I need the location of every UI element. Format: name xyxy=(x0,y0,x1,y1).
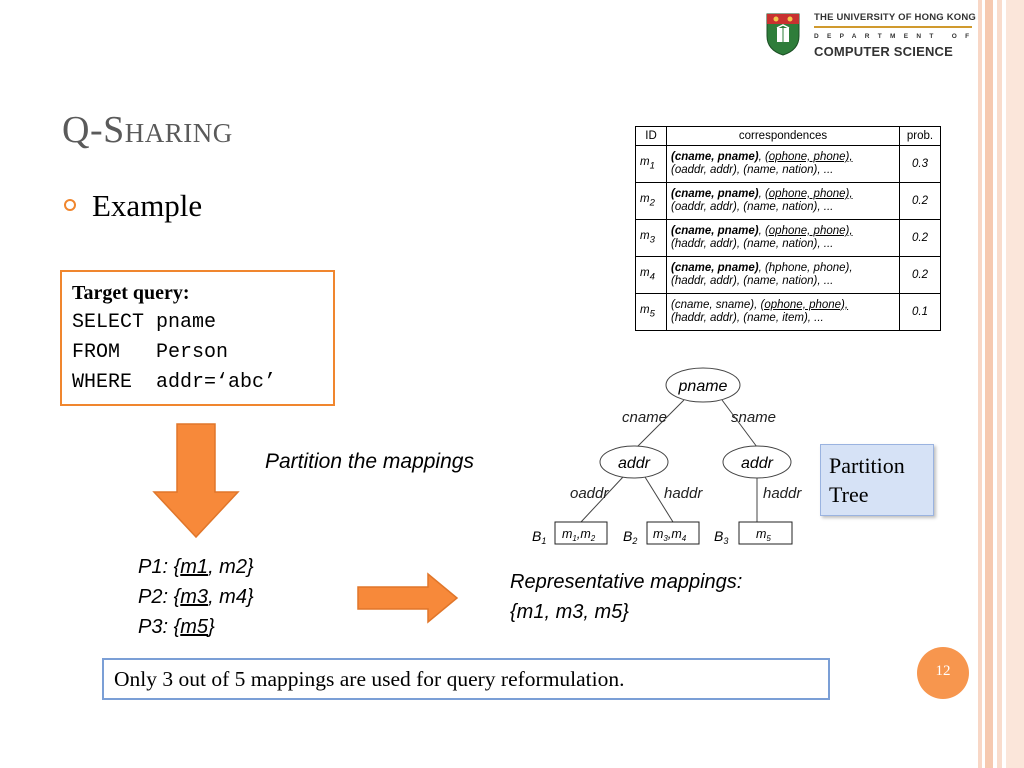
block-label-b3: B3 xyxy=(714,528,728,546)
bullet-circle-icon xyxy=(64,199,76,211)
mapping-correspondences: (cname, pname), (ophone, phone),(oaddr, … xyxy=(666,145,900,183)
tree-leaf-box xyxy=(738,521,793,545)
representative-set: {m1, m3, m5} xyxy=(510,601,629,623)
table-row: m4 (cname, pname), (hphone, phone),(hadd… xyxy=(635,256,941,294)
mapping-prob: 0.2 xyxy=(899,182,941,220)
table-header-row: ID correspondences prob. xyxy=(635,126,941,146)
mapping-prob: 0.2 xyxy=(899,256,941,294)
tree-node-label: addr xyxy=(741,455,774,472)
query-line-where: WHERE addr=‘abc’ xyxy=(72,371,277,394)
tree-edge-label-haddr: haddr xyxy=(763,485,802,502)
header-correspondences: correspondences xyxy=(666,126,900,146)
tree-edge-label-sname: sname xyxy=(731,409,776,426)
representative-title: Representative mappings: xyxy=(510,571,743,593)
mapping-id: m5 xyxy=(635,293,667,331)
partition-line-p1: P1: {m1, m2} xyxy=(138,556,254,578)
tree-node-addr-left xyxy=(599,445,669,479)
tree-edge xyxy=(644,476,674,523)
university-crest-icon xyxy=(766,13,800,56)
right-arrow-icon xyxy=(357,572,459,624)
tree-root-node xyxy=(665,367,741,403)
logo-university-name: THE UNIVERSITY OF HONG KONG xyxy=(814,12,976,23)
partition-tree-note: Partition Tree xyxy=(820,444,934,516)
tree-node-label: addr xyxy=(618,455,651,472)
note-line: Tree xyxy=(829,482,869,507)
tree-edge xyxy=(721,399,758,448)
note-line: Partition xyxy=(829,453,905,478)
tree-root-label: pname xyxy=(678,378,728,395)
table-row: m1 (cname, pname), (ophone, phone),(oadd… xyxy=(635,145,941,183)
logo-department-name: COMPUTER SCIENCE xyxy=(814,44,953,59)
page-number: 12 xyxy=(935,663,951,679)
partition-line-p3: P3: {m5} xyxy=(138,616,215,638)
block-label-b1: B1 xyxy=(532,528,546,546)
logo-department-label: DEPARTMENT OF xyxy=(814,33,978,40)
conclusion-box: Only 3 out of 5 mappings are used for qu… xyxy=(102,658,830,700)
partition-tree-diagram: pname cname sname addr addr oaddr haddr … xyxy=(532,367,802,546)
tree-leaf-content: m5 xyxy=(756,527,771,543)
mapping-id: m3 xyxy=(635,219,667,257)
mapping-id: m4 xyxy=(635,256,667,294)
tree-leaf-box xyxy=(646,521,700,545)
tree-edge-label-cname: cname xyxy=(622,409,667,426)
table-row: m2 (cname, pname), (ophone, phone),(oadd… xyxy=(635,182,941,220)
query-line-from: FROM Person xyxy=(72,341,229,364)
tree-leaf-content: m3,m4 xyxy=(653,527,687,543)
table-row: m5 (cname, sname), (ophone, phone),(hadd… xyxy=(635,293,941,331)
table-row: m3 (cname, pname), (ophone, phone),(hadd… xyxy=(635,219,941,257)
tree-edge-label-oaddr: oaddr xyxy=(570,485,609,502)
mapping-id: m1 xyxy=(635,145,667,183)
page-number-badge xyxy=(917,647,969,699)
query-line-select: SELECT pname xyxy=(72,311,217,334)
decor-stripe xyxy=(985,0,993,768)
header-id: ID xyxy=(635,126,667,146)
block-label-b2: B2 xyxy=(623,528,637,546)
mapping-prob: 0.2 xyxy=(899,219,941,257)
tree-edge xyxy=(636,399,685,448)
mapping-id: m2 xyxy=(635,182,667,220)
tree-edge-label-haddr: haddr xyxy=(664,485,703,502)
partition-line-p2: P2: {m3, m4} xyxy=(138,586,254,608)
mapping-prob: 0.3 xyxy=(899,145,941,183)
mapping-correspondences: (cname, pname), (hphone, phone),(haddr, … xyxy=(666,256,900,294)
partition-mappings-label: Partition the mappings xyxy=(265,450,474,473)
decor-stripe xyxy=(997,0,1002,768)
mapping-table: ID correspondences prob. m1 (cname, pnam… xyxy=(635,126,941,331)
tree-edge xyxy=(580,476,624,523)
mapping-correspondences: (cname, sname), (ophone, phone),(haddr, … xyxy=(666,293,900,331)
bullet-example: Example xyxy=(92,188,203,223)
down-arrow-icon xyxy=(152,423,240,539)
logo-divider xyxy=(814,26,972,28)
target-query-box xyxy=(60,270,335,406)
mapping-correspondences: (cname, pname), (ophone, phone),(haddr, … xyxy=(666,219,900,257)
target-query-title: Target query: xyxy=(72,282,190,304)
tree-leaf-content: m1,m2 xyxy=(562,527,596,543)
mapping-correspondences: (cname, pname), (ophone, phone),(oaddr, … xyxy=(666,182,900,220)
slide-title: Q-Sharing xyxy=(62,109,233,151)
tree-leaf-box xyxy=(554,521,608,545)
header-prob: prob. xyxy=(899,126,941,146)
mapping-prob: 0.1 xyxy=(899,293,941,331)
decor-stripe xyxy=(978,0,982,768)
decor-stripe xyxy=(1006,0,1024,768)
